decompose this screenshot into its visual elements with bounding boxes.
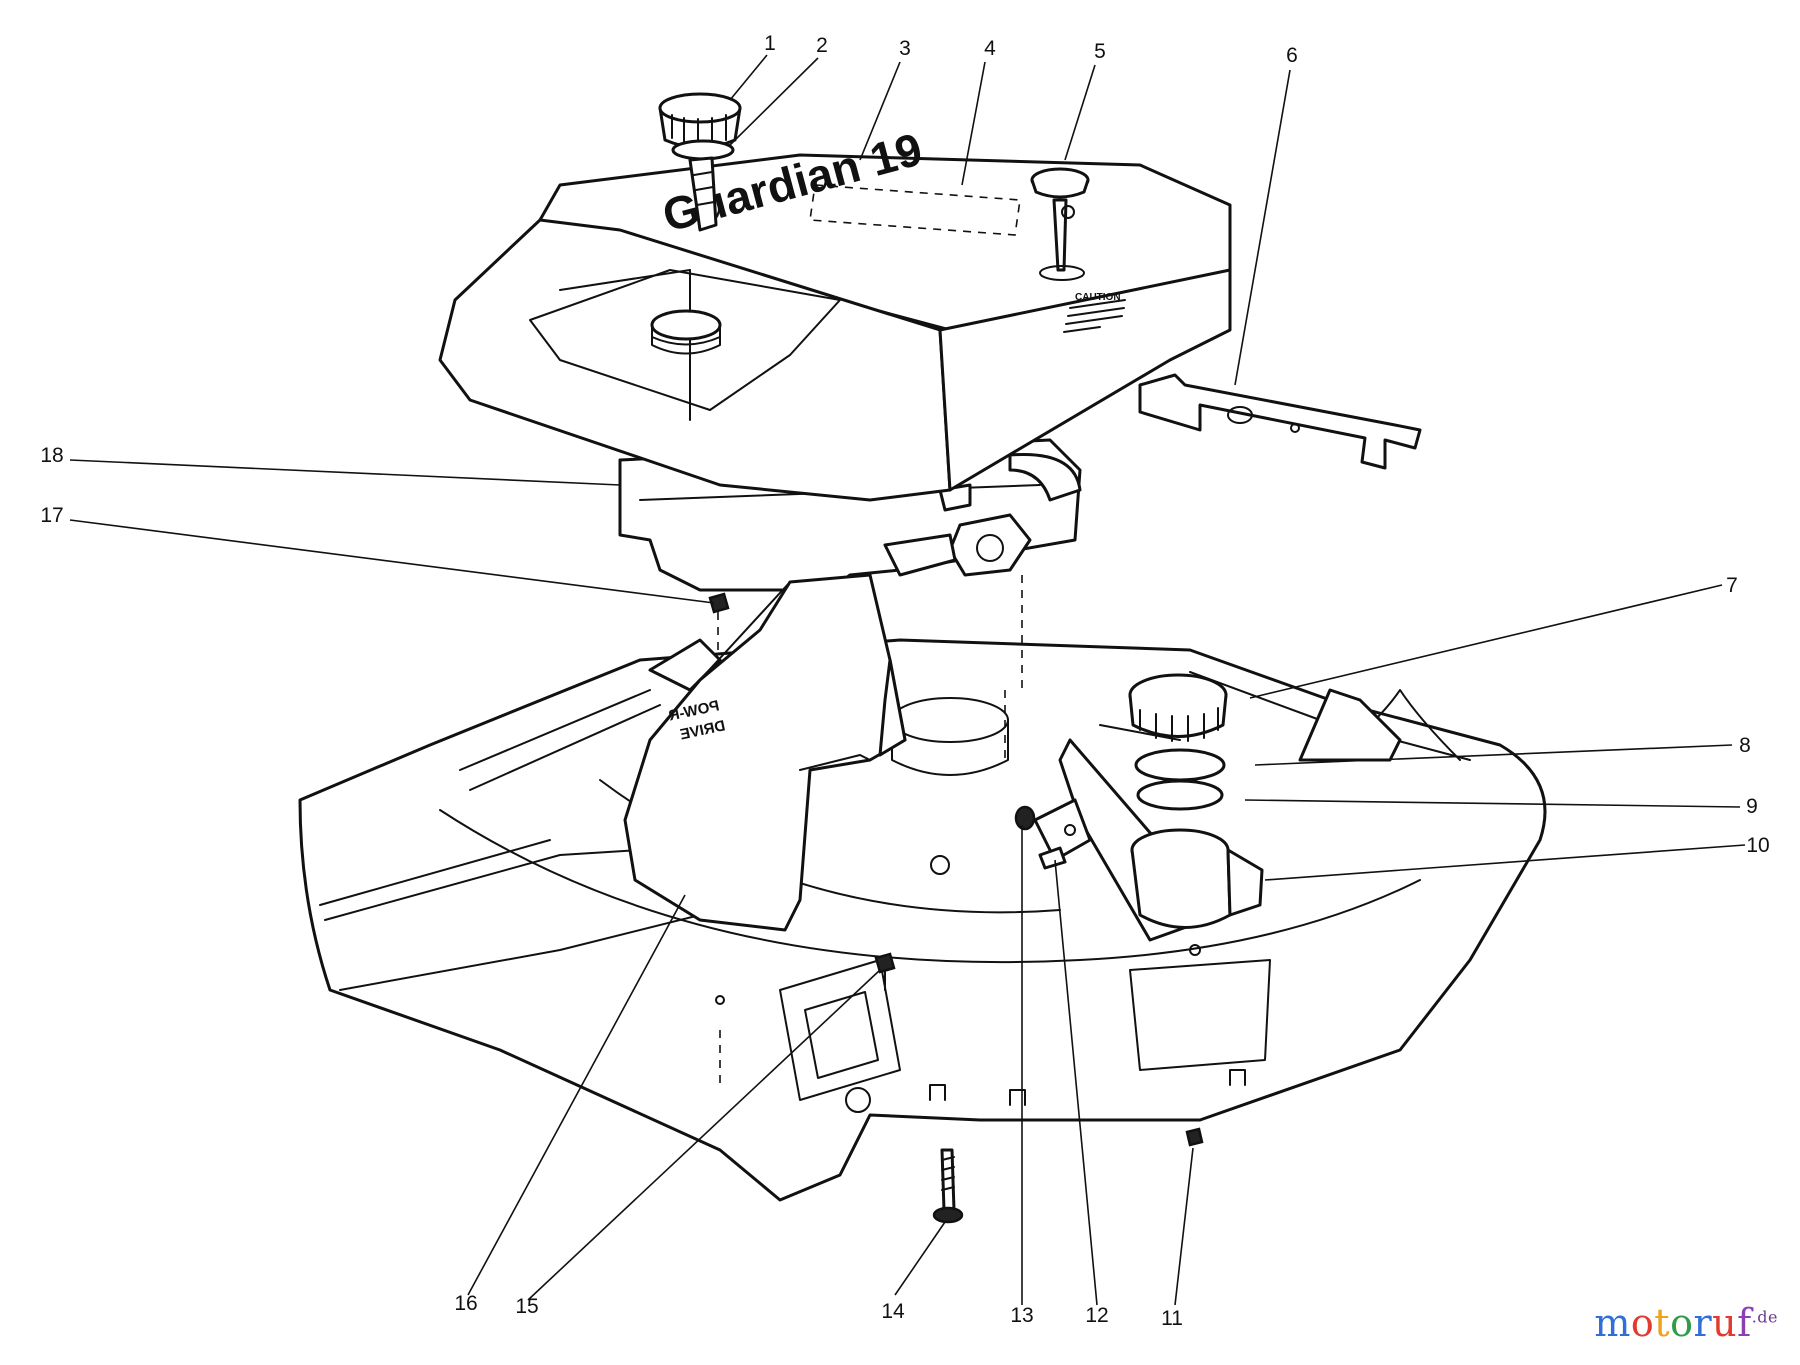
drive-cover: POW-R DRIVE (623, 573, 907, 932)
callout-2: 2 (816, 34, 828, 57)
leader-lines (69, 54, 1746, 1306)
callout-9: 9 (1746, 795, 1758, 818)
watermark-name: motoruf (1594, 1301, 1751, 1345)
watermark-logo: motoruf.de (1594, 1301, 1778, 1345)
watermark-letter: o (1670, 1301, 1694, 1345)
callout-8: 8 (1739, 734, 1751, 757)
fuel-cap-assembly (658, 92, 742, 232)
callout-16: 16 (454, 1292, 477, 1315)
callout-labels: 1 2 3 4 5 6 7 8 9 10 11 12 13 14 15 16 1… (40, 32, 1769, 1330)
callout-3: 3 (899, 37, 911, 60)
mower-deck (298, 638, 1547, 1202)
engine-base (618, 438, 1082, 592)
watermark-letter: u (1712, 1301, 1738, 1345)
hood-caution-heading: CAUTION (1075, 292, 1121, 303)
watermark-letter: r (1693, 1301, 1713, 1345)
callout-15: 15 (515, 1295, 538, 1318)
watermark-letter: t (1654, 1301, 1671, 1345)
callout-14: 14 (881, 1300, 905, 1323)
callout-10: 10 (1746, 834, 1769, 857)
callout-13: 13 (1010, 1304, 1033, 1327)
wheel-adjuster-assembly (1058, 673, 1264, 942)
watermark-letter: f (1737, 1301, 1752, 1345)
callout-17: 17 (40, 504, 63, 527)
callout-5: 5 (1094, 40, 1106, 63)
callout-6: 6 (1286, 44, 1298, 67)
engine-hood: Guardian 19 CAUTION (438, 123, 1232, 502)
watermark-letter: o (1630, 1301, 1655, 1345)
callout-18: 18 (40, 444, 63, 467)
fasteners (708, 575, 1204, 1224)
callout-11: 11 (1161, 1307, 1183, 1330)
callout-12: 12 (1085, 1304, 1108, 1327)
watermark-tld: .de (1751, 1307, 1778, 1327)
callout-1: 1 (764, 32, 776, 55)
callout-4: 4 (984, 37, 996, 60)
watermark-letter: m (1594, 1301, 1631, 1345)
throttle-knob (1030, 167, 1090, 281)
callout-7: 7 (1726, 574, 1738, 597)
mounting-bracket (1138, 373, 1422, 470)
